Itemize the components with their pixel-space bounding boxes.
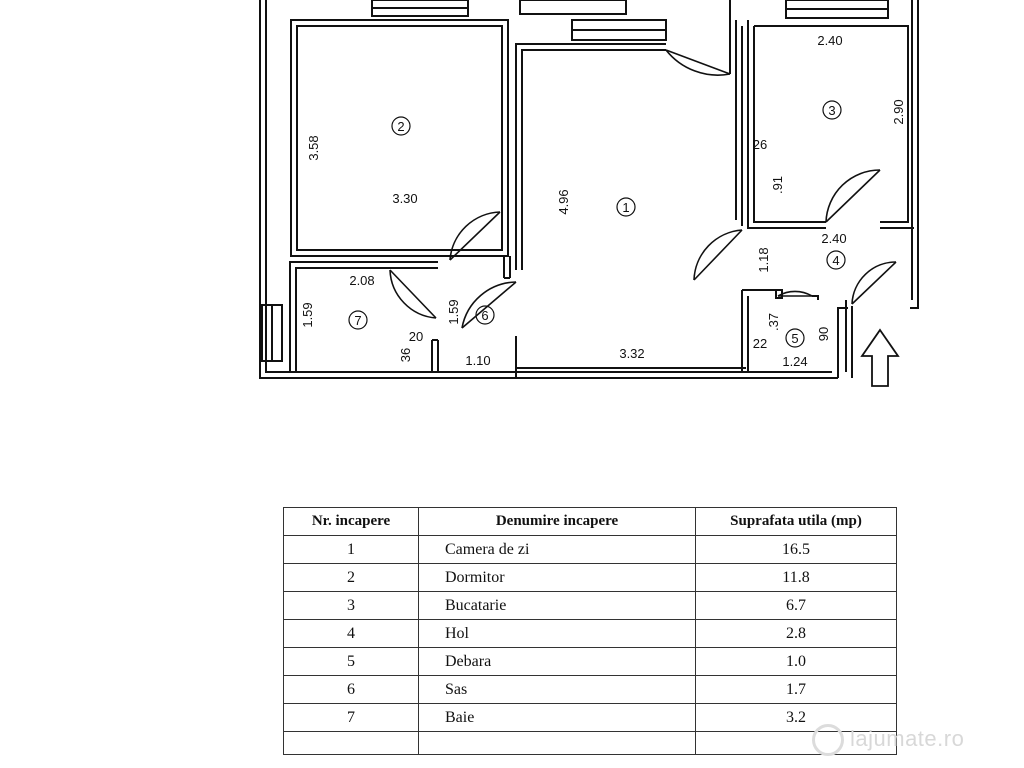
room-bedroom-walls	[290, 19, 509, 257]
table-row: 4 Hol 2.8	[283, 619, 897, 648]
dim-bath-width: 2.08	[349, 273, 374, 288]
cell-room-name: Baie	[418, 703, 696, 732]
watermark-text: lajumate.ro	[850, 725, 965, 751]
svg-text:6: 6	[481, 308, 488, 323]
header-room-area: Suprafata utila (mp)	[695, 507, 897, 536]
dim-vestibule-height: 1.59	[446, 299, 461, 324]
watermark: lajumate.ro	[812, 724, 964, 756]
svg-text:1: 1	[622, 200, 629, 215]
dim-bath-small-a: 20	[409, 329, 423, 344]
table-row: 2 Dormitor 11.8	[283, 563, 897, 592]
room-bath-walls	[289, 261, 439, 372]
table-row: 5 Debara 1.0	[283, 647, 897, 676]
room-marker-5: 5	[785, 328, 805, 348]
table-row: 3 Bucatarie 6.7	[283, 591, 897, 620]
dim-hall-height: 1.18	[756, 247, 771, 272]
room-marker-3: 3	[822, 100, 842, 120]
dim-bath-small-b: 36	[398, 348, 413, 362]
table-row: 7 Baie 3.2	[283, 703, 897, 732]
room-marker-4: 4	[826, 250, 846, 270]
cell-room-area: 1.0	[695, 647, 897, 676]
room-marker-1: 1	[616, 197, 636, 217]
room-marker-7: 7	[348, 310, 368, 330]
cell-room-area: 6.7	[695, 591, 897, 620]
room-markers: 1 2 3 4 5 6 7	[348, 100, 846, 348]
dimension-labels: 2.40 2.90 3.58 3.30 4.96 3.32 26 .91 2.4…	[300, 33, 906, 369]
cell-room-area: 11.8	[695, 563, 897, 592]
dim-storage-c: 90	[816, 327, 831, 341]
header-room-name: Denumire incapere	[418, 507, 696, 536]
floor-plan: 1 2 3 4 5 6 7 2.40 2.90 3.58 3.30 4.96 3…	[259, 0, 919, 387]
dim-kitchen-left-a: 26	[753, 137, 767, 152]
dim-storage-a: .37	[766, 313, 781, 331]
dim-storage-b: 22	[753, 336, 767, 351]
cell-room-name: Sas	[418, 675, 696, 704]
dim-living-width: 3.32	[619, 346, 644, 361]
dim-bedroom-height: 3.58	[306, 135, 321, 160]
cell-room-area: 3.2	[695, 703, 897, 732]
cell-room-name: Camera de zi	[418, 535, 696, 564]
dim-kitchen-right: 2.90	[891, 99, 906, 124]
watermark-logo-icon	[812, 724, 844, 756]
cell-room-area: 1.7	[695, 675, 897, 704]
svg-text:7: 7	[354, 313, 361, 328]
dim-hall-width: 2.40	[821, 231, 846, 246]
cell-room-number: 5	[283, 647, 419, 676]
cell-room-number: 3	[283, 591, 419, 620]
table-row: 6 Sas 1.7	[283, 675, 897, 704]
dim-living-height: 4.96	[556, 189, 571, 214]
cell-room-number: 6	[283, 675, 419, 704]
svg-text:3: 3	[828, 103, 835, 118]
svg-text:5: 5	[791, 331, 798, 346]
door-swings	[389, 49, 897, 329]
cell-room-name: Bucatarie	[418, 591, 696, 620]
room-kitchen-walls	[747, 20, 914, 229]
dim-bedroom-width: 3.30	[392, 191, 417, 206]
partitions	[503, 256, 517, 378]
cell-room-area: 16.5	[695, 535, 897, 564]
dim-kitchen-left-b: .91	[770, 176, 785, 194]
cell-room-name: Dormitor	[418, 563, 696, 592]
cell-room-number: 2	[283, 563, 419, 592]
svg-text:4: 4	[832, 253, 839, 268]
table-header-row: Nr. incapere Denumire incapere Suprafata…	[283, 507, 897, 536]
room-living-walls	[515, 0, 746, 369]
dim-storage-width: 1.24	[782, 354, 807, 369]
dim-kitchen-top: 2.40	[817, 33, 842, 48]
header-room-number: Nr. incapere	[283, 507, 419, 536]
cell-room-name: Debara	[418, 647, 696, 676]
outer-walls	[259, 0, 919, 379]
cell-room-number: 4	[283, 619, 419, 648]
table-row: 1 Camera de zi 16.5	[283, 535, 897, 564]
dim-bath-height: 1.59	[300, 302, 315, 327]
room-marker-2: 2	[391, 116, 411, 136]
room-marker-6: 6	[475, 305, 495, 325]
cell-room-name: Hol	[418, 619, 696, 648]
cell-room-area: 2.8	[695, 619, 897, 648]
windows	[261, 0, 889, 362]
cell-room-number: 7	[283, 703, 419, 732]
table-row-empty	[283, 731, 897, 755]
dim-vestibule-width: 1.10	[465, 353, 490, 368]
cell-room-number: 1	[283, 535, 419, 564]
entrance-arrow-icon	[860, 328, 900, 387]
rooms-table: Nr. incapere Denumire incapere Suprafata…	[283, 507, 897, 755]
room-storage-walls	[741, 289, 853, 378]
svg-text:2: 2	[397, 119, 404, 134]
